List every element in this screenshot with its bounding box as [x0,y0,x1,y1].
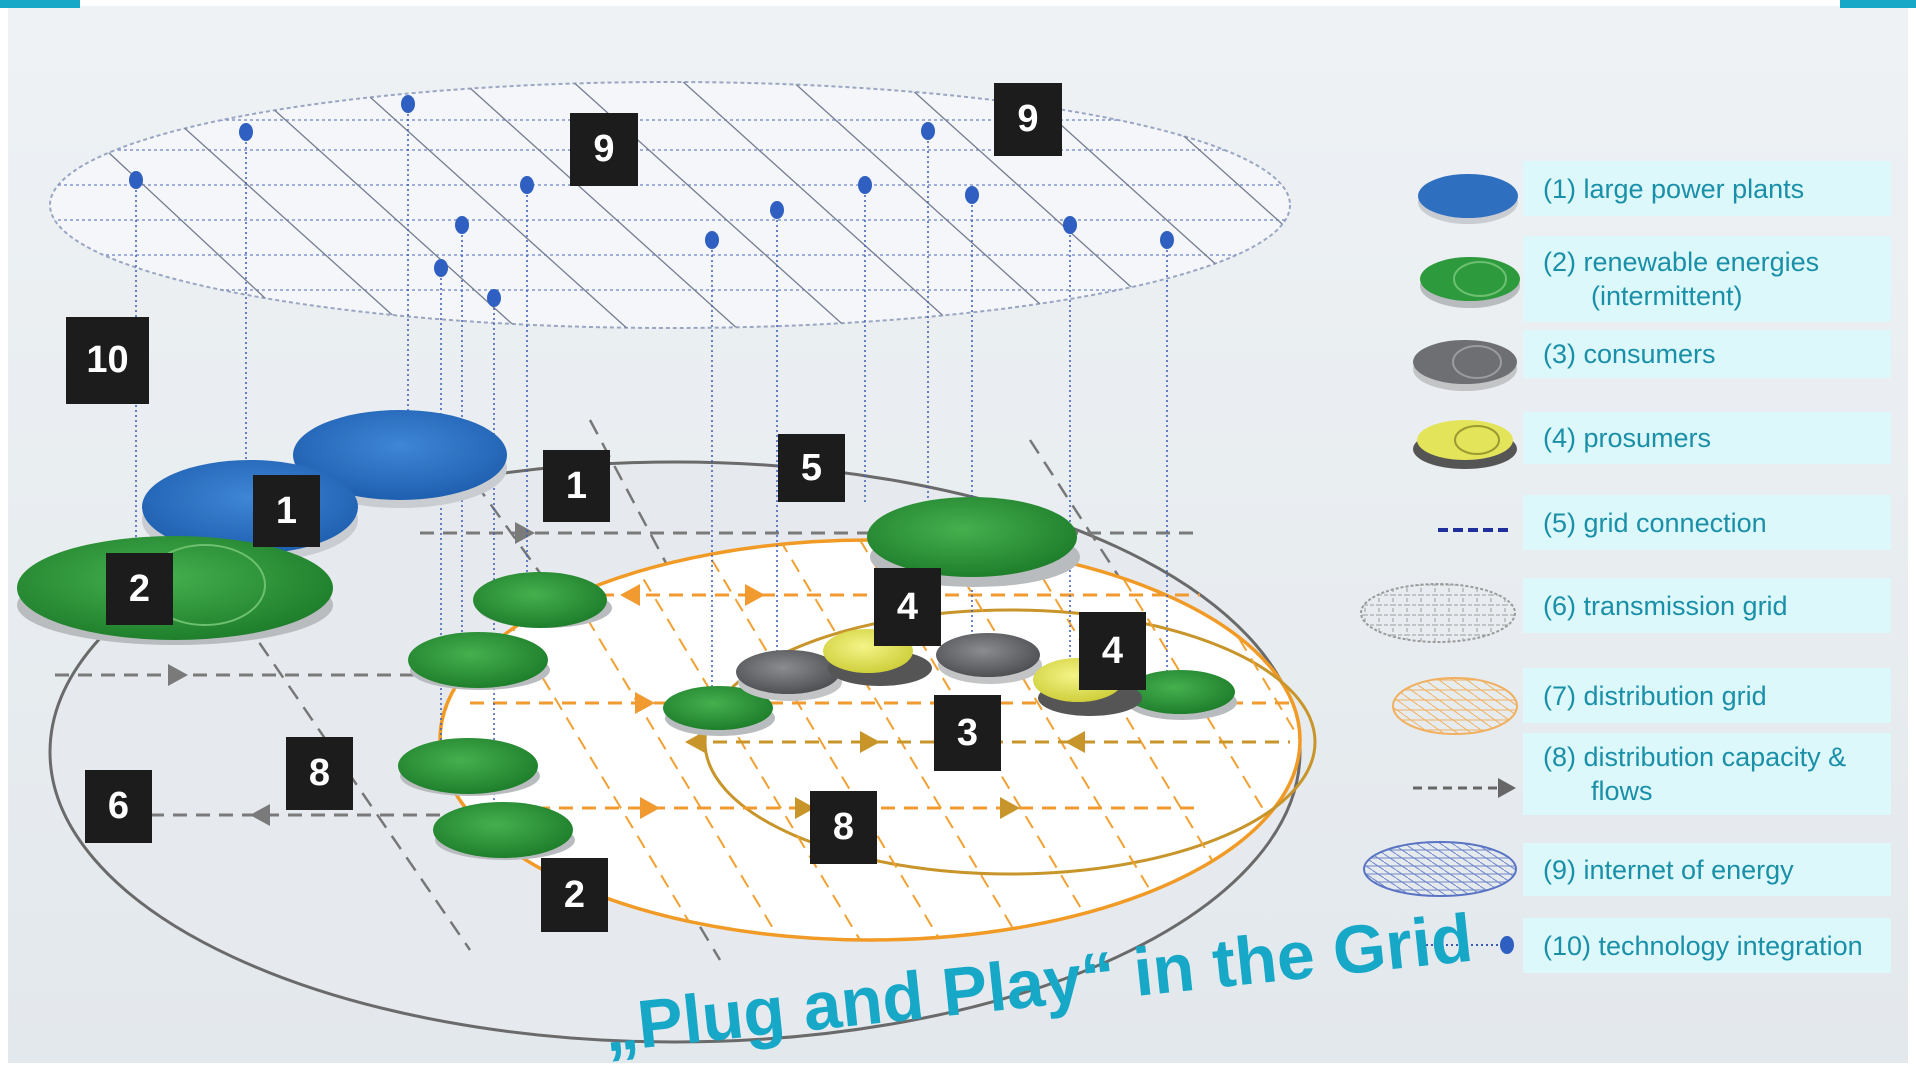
technology-integration-nodes [129,95,1174,307]
marker-3-consumer: 3 [934,695,1001,771]
internet-of-energy-layer [49,81,1291,329]
technology-integration-icon [1421,936,1514,954]
marker-9-internet-of-energy: 9 [570,113,638,186]
legend-item-distribution-grid: (7) distribution grid [1523,668,1891,723]
header-strip-right [1840,0,1916,8]
legend-label-prosumers: (4) prosumers [1543,423,1712,453]
legend-item-grid-connection: (5) grid connection [1523,495,1891,550]
legend-sublabel-renewable-energies: (intermittent) [1591,281,1743,311]
marker-1-large-power-plant: 1 [253,475,320,547]
marker-2-renewable-energy: 2 [106,553,173,625]
renewable-discs [17,497,1237,860]
distribution-grid-icon [1392,677,1518,735]
internet-of-energy-icon [1363,841,1517,897]
marker-8-distribution-capacity: 8 [286,737,353,810]
legend-sublabel-distribution-capacity: flows [1591,776,1653,806]
renewable-energy-icon [1420,257,1520,308]
header-strip-left [0,0,80,8]
marker-2-renewable-energy: 2 [541,858,608,932]
marker-4-prosumer: 4 [1079,612,1146,690]
legend-label-distribution-capacity: (8) distribution capacity & [1543,742,1847,772]
legend-label-renewable-energies: (2) renewable energies [1543,247,1820,277]
legend-label-consumers: (3) consumers [1543,339,1716,369]
legend-item-consumers: (3) consumers [1523,330,1891,378]
prosumer-icon [1413,420,1517,469]
consumer-discs [736,633,1042,701]
transmission-grid-icon [1360,583,1516,643]
legend-label-grid-connection: (5) grid connection [1543,507,1767,538]
legend-item-technology-integration: (10) technology integration [1523,918,1891,973]
prosumer-discs [823,629,1142,716]
legend-item-large-power-plants: (1) large power plants [1523,161,1891,216]
legend-item-prosumers: (4) prosumers [1523,412,1891,464]
consumer-icon [1413,340,1517,391]
legend-label-large-power-plants: (1) large power plants [1543,173,1805,204]
legend-item-distribution-capacity: (8) distribution capacity & flows [1523,733,1891,815]
distribution-flow-arrow-icon [1413,778,1516,798]
legend-label-technology-integration: (10) technology integration [1543,930,1863,961]
legend-item-transmission-grid: (6) transmission grid [1523,578,1891,633]
technology-integration-lines [135,104,1168,820]
marker-6-transmission-grid: 6 [85,770,152,843]
marker-5-grid-connection: 5 [778,434,845,502]
legend-label-distribution-grid: (7) distribution grid [1543,680,1767,711]
legend-item-internet-of-energy: (9) internet of energy [1523,843,1891,896]
legend-item-renewable-energies: (2) renewable energies (intermittent) [1523,236,1891,322]
marker-9-internet-of-energy: 9 [994,83,1062,156]
marker-1-large-power-plant: 1 [543,450,610,522]
marker-10-technology-integration: 10 [66,317,149,404]
marker-8-distribution-capacity: 8 [810,791,877,864]
power-plant-icon [1418,174,1518,224]
legend-label-transmission-grid: (6) transmission grid [1543,590,1788,621]
marker-4-prosumer: 4 [874,568,941,646]
legend-label-internet-of-energy: (9) internet of energy [1543,854,1794,885]
grid-connection-icon [1438,528,1511,532]
